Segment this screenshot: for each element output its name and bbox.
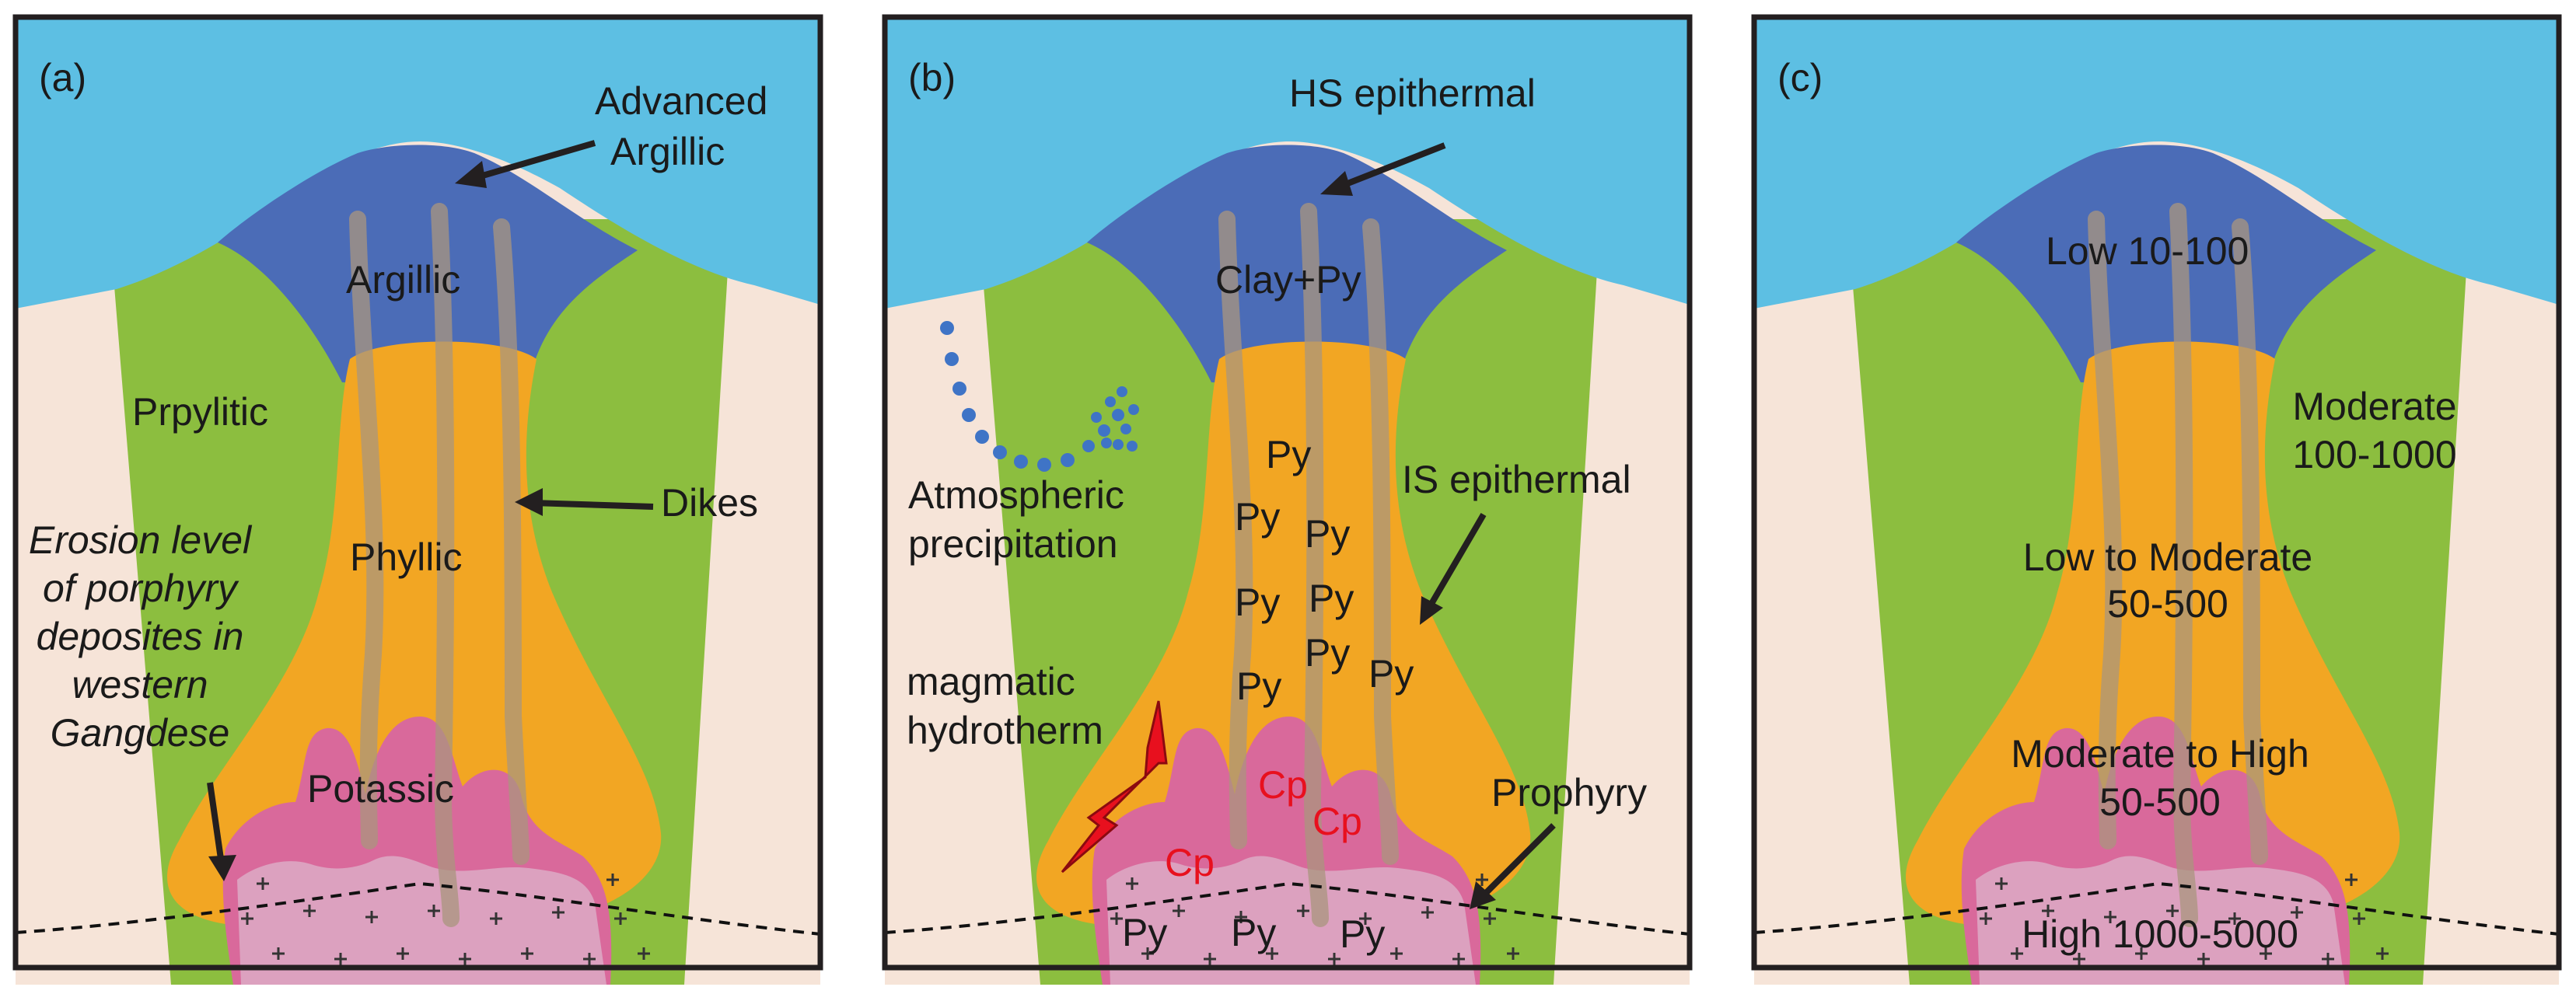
py-label: Py [1231,911,1276,954]
prophyry-arrow [1481,823,1556,898]
py-label: Py [1235,581,1280,624]
atmospheric-label-1: Atmospheric [908,473,1124,517]
hs-epithermal-arrowhead [1320,171,1353,196]
dikes-arrowhead [515,488,543,516]
cp-label: Cp [1312,800,1362,843]
magmatic-label-1: magmatic [907,660,1075,703]
cp-label: Cp [1165,841,1215,884]
panel-c-border [1751,14,2562,971]
panel-a-border [12,14,823,971]
magmatic-label-2: hydrotherm [907,709,1103,752]
panel-c: (c) Low 10-100 Moderate 100-1000 Low to … [1754,17,2559,985]
advanced-argillic-arrow [465,140,596,183]
erosion-label-5: Gangdese [51,711,230,755]
magmatic-flow-arrow [1061,700,1168,874]
py-label: Py [1368,652,1414,696]
erosion-label-2: of porphyry [43,567,239,610]
phyllic-label: Phyllic [350,535,462,579]
moderate-high-label-2: 50-500 [2099,780,2221,824]
py-label: Py [1309,577,1354,620]
high-label: High 1000-5000 [2022,912,2298,956]
advanced-argillic-label-2: Argillic [610,130,725,173]
argillic-label: Argillic [346,258,460,302]
advanced-argillic-arrowhead [455,161,487,188]
atmospheric-label-2: precipitation [908,522,1118,566]
erosion-arrow [207,782,225,865]
py-label: Py [1236,664,1281,708]
potassic-label: Potassic [307,767,454,811]
is-epithermal-label: IS epithermal [1402,458,1631,501]
moderate-high-label-1: Moderate to High [2011,732,2309,776]
py-label: Py [1122,911,1167,954]
py-label: Py [1340,912,1385,956]
hs-epithermal-arrow [1334,142,1446,191]
is-epithermal-arrow [1426,512,1487,610]
hs-epithermal-label: HS epithermal [1289,71,1536,115]
low-moderate-label-1: Low to Moderate [2023,535,2312,579]
cp-label: Cp [1258,763,1308,807]
low-moderate-label-2: 50-500 [2107,582,2228,626]
erosion-label-1: Erosion level [29,518,253,562]
panel-b-border [882,14,1693,971]
erosion-label-3: deposites in [37,615,244,658]
propylitic-label: Prpylitic [132,390,268,434]
prophyry-label: Prophyry [1491,771,1647,814]
dikes-arrow [532,500,654,510]
erosion-label-4: western [72,663,208,706]
moderate-label-2: 100-1000 [2292,433,2456,476]
panel-c-tag: (c) [1777,56,1823,99]
panel-b: (b) HS epithermal Clay+Py Atmospheric pr… [885,17,1690,985]
py-label: Py [1305,631,1350,675]
panel-a-tag: (a) [39,56,86,99]
erosion-arrowhead [208,855,236,881]
clay-py-label: Clay+Py [1215,258,1361,302]
low-label: Low 10-100 [2046,229,2249,273]
prophyry-arrowhead [1470,881,1496,909]
moderate-label-1: Moderate [2292,385,2456,428]
panel-b-tag: (b) [908,56,956,99]
dikes-label: Dikes [661,481,758,525]
py-label: Py [1266,433,1311,476]
advanced-argillic-label-1: Advanced [595,79,767,123]
py-label: Py [1235,495,1280,539]
precipitation-droplets [940,321,1139,472]
py-label: Py [1305,512,1350,556]
panel-a: (a) Advanced Argillic Argillic Prpylitic… [16,17,820,985]
is-epithermal-arrowhead [1420,596,1443,625]
